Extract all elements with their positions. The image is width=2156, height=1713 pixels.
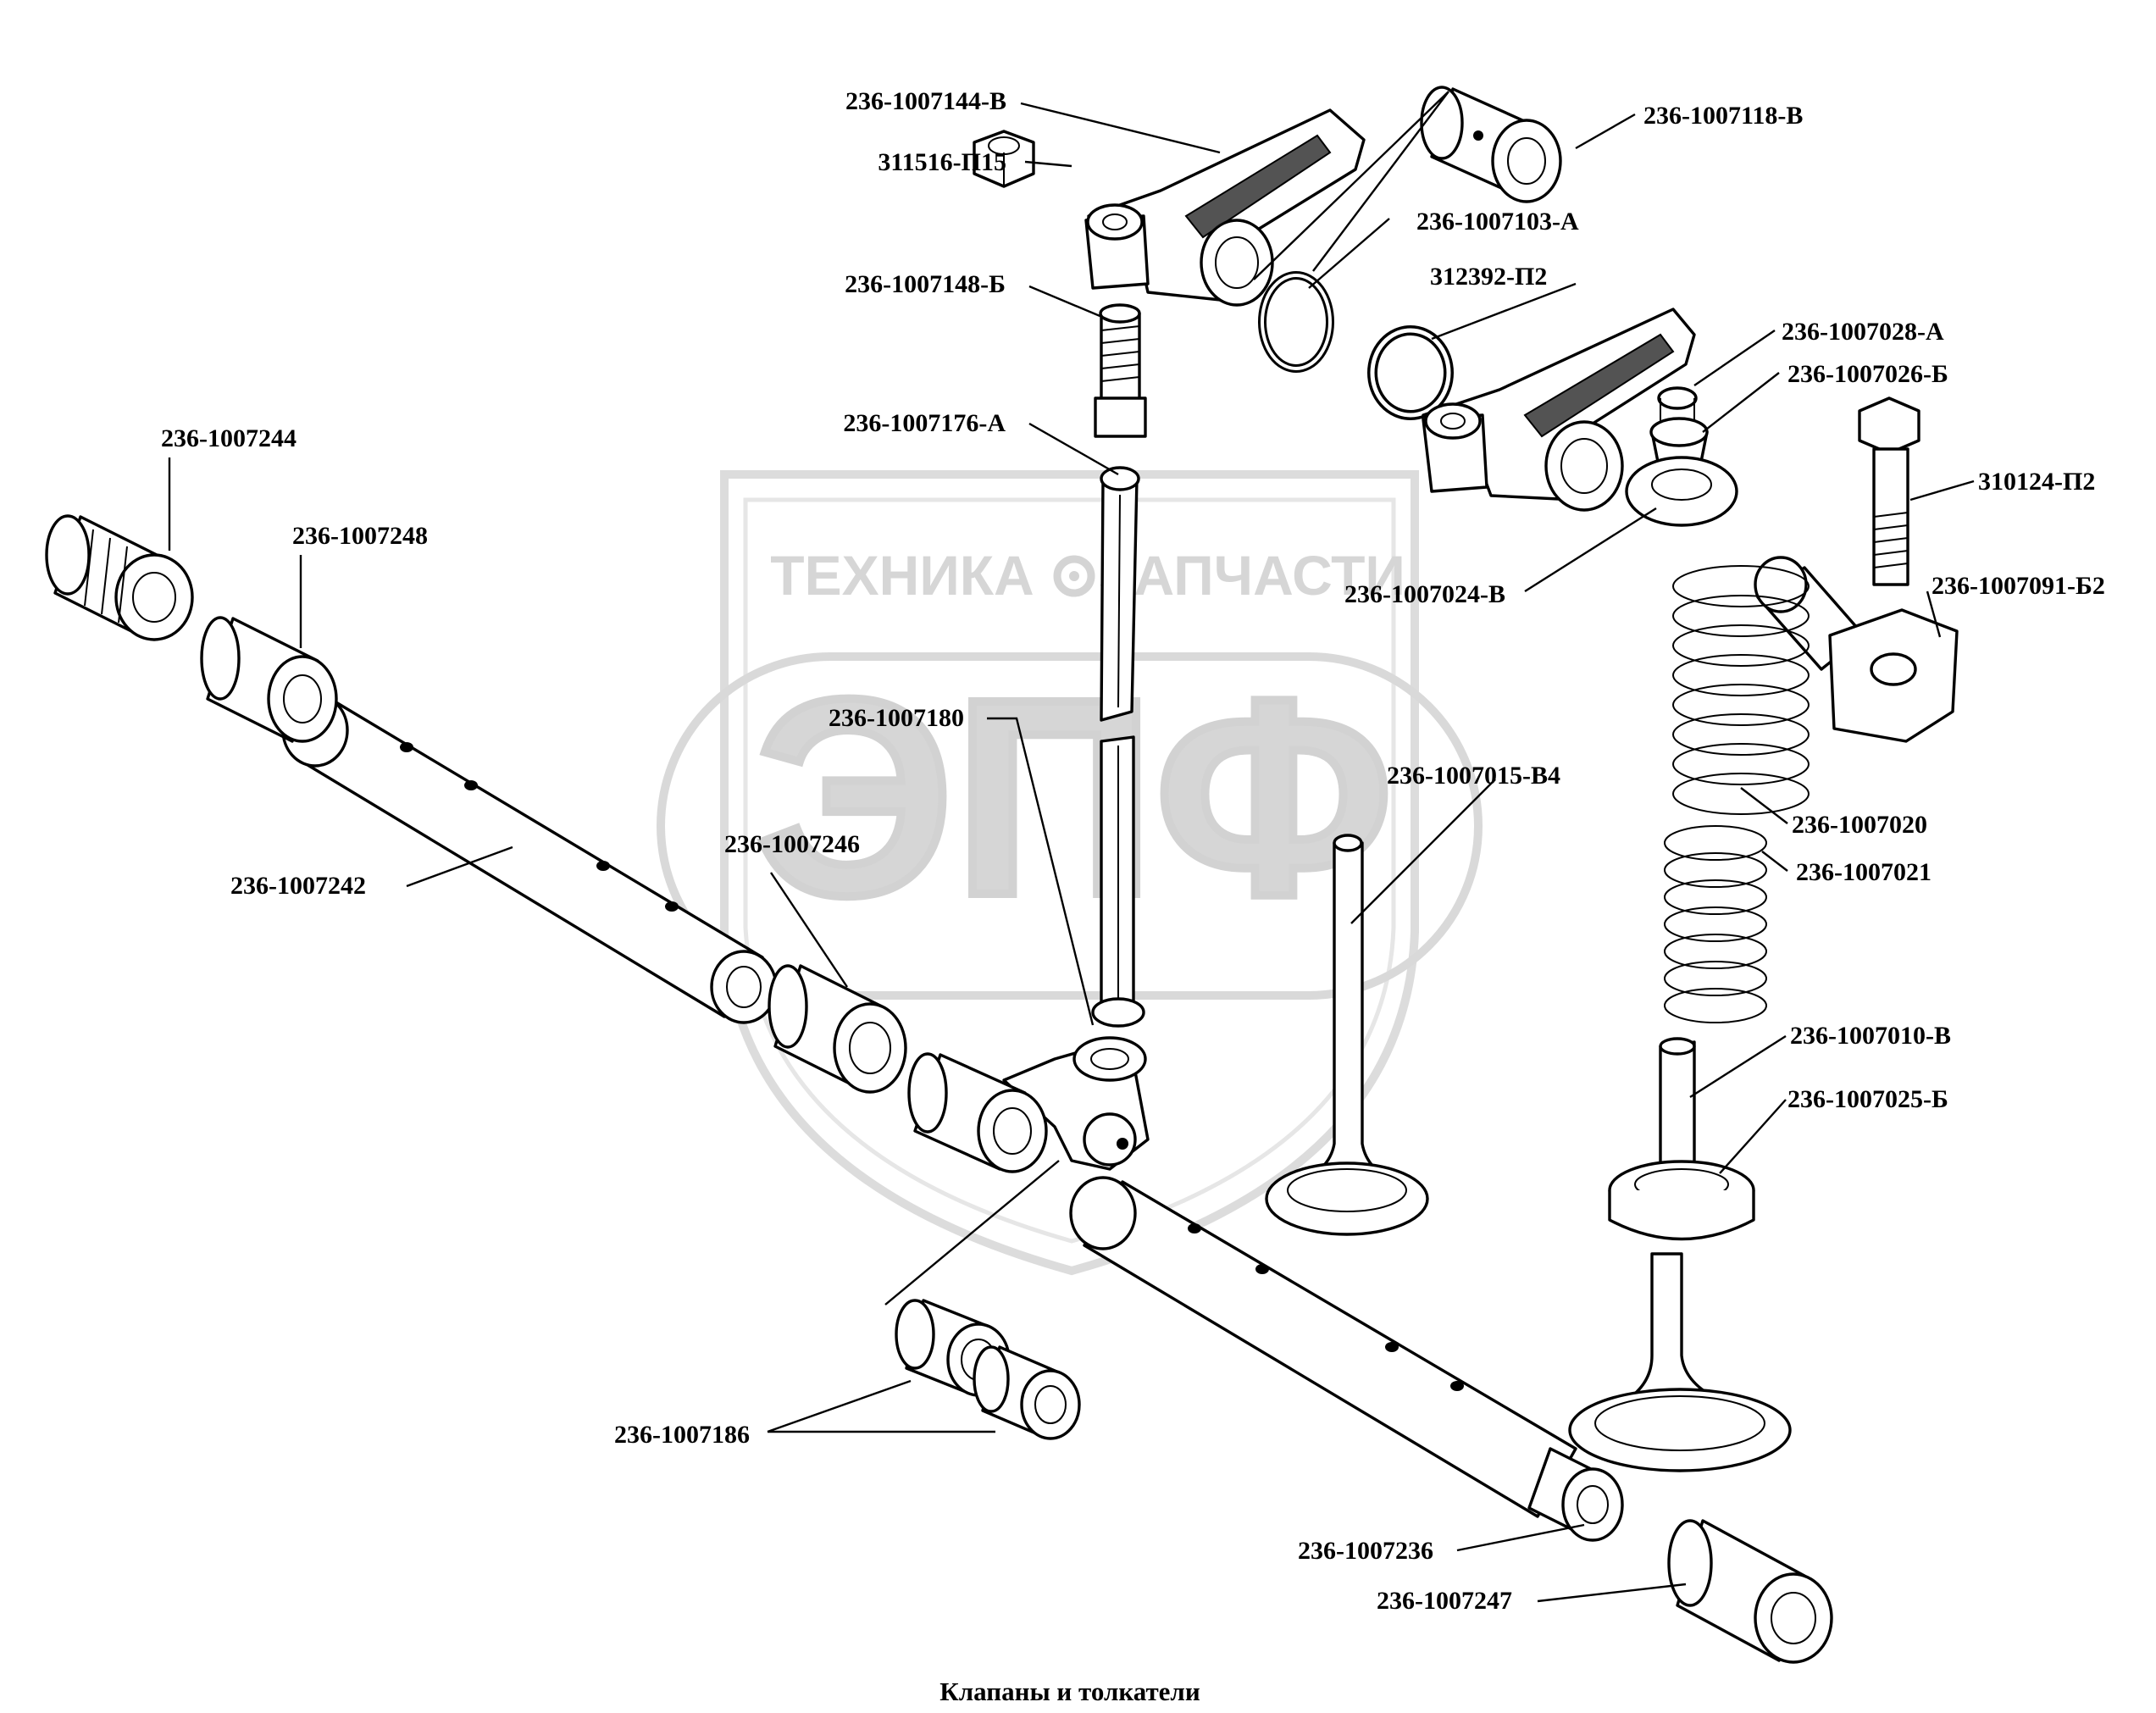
label-236-1007015-v4: 236-1007015-В4 (1387, 762, 1560, 790)
bolt (1858, 396, 1920, 586)
label-236-1007246: 236-1007246 (724, 830, 860, 858)
label-236-1007244: 236-1007244 (161, 424, 297, 452)
rocker-bushing (1420, 86, 1562, 203)
spacer-rings (895, 1299, 1081, 1440)
spring-plate (1625, 456, 1738, 527)
label-236-1007091-b2: 236-1007091-Б2 (1932, 572, 2105, 600)
shaft-plug-right (1667, 1519, 1833, 1664)
label-236-1007010-v: 236-1007010-В (1790, 1022, 1951, 1050)
rocker-arm-second (1422, 308, 1696, 512)
snap-ring (1258, 271, 1334, 373)
valve-spring-outer (1672, 565, 1810, 815)
watermark-band (657, 652, 1483, 1000)
valve-right (1568, 1252, 1792, 1472)
label-236-1007186: 236-1007186 (614, 1421, 750, 1449)
label-236-1007236: 236-1007236 (1298, 1537, 1433, 1565)
valve-middle (1265, 834, 1429, 1236)
label-312392-p2: 312392-П2 (1430, 263, 1547, 291)
label-236-1007024-v: 236-1007024-В (1344, 580, 1505, 608)
label-236-1007026-b: 236-1007026-Б (1787, 360, 1948, 388)
watermark: ТЕХНИКА ЗАПЧАСТИ ЭПФ (657, 470, 1483, 1276)
label-236-1007248: 236-1007248 (292, 522, 428, 550)
label-236-1007118-v: 236-1007118-В (1643, 102, 1803, 130)
label-236-1007144-v: 236-1007144-В (845, 87, 1006, 115)
label-236-1007025-b: 236-1007025-Б (1787, 1085, 1948, 1113)
label-236-1007021: 236-1007021 (1796, 858, 1932, 886)
spring-washer (1367, 325, 1454, 420)
label-311516-p15: 311516-П15 (878, 148, 1006, 176)
diagram-caption: Клапаны и толкатели (939, 1677, 1200, 1706)
adjusting-screw (1094, 303, 1147, 438)
watermark-text-left: ТЕХНИКА (770, 544, 1034, 607)
label-236-1007028-a: 236-1007028-А (1782, 318, 1944, 346)
pushrod (1091, 466, 1145, 1028)
valve-rotator (1608, 1160, 1755, 1241)
watermark-shield (720, 470, 1419, 1276)
label-310124-p2: 310124-П2 (1978, 468, 2095, 496)
label-236-1007176-a: 236-1007176-А (843, 409, 1006, 437)
rocker-shaft-left (281, 693, 778, 1024)
bushing-lower (907, 1052, 1048, 1173)
label-236-1007148-b: 236-1007148-Б (845, 270, 1006, 298)
rocker-arm-lower (1002, 1036, 1150, 1171)
rocker-shaft-right (1069, 1176, 1624, 1542)
gear-icon (1053, 555, 1095, 597)
part-labels: 236-1007144-В 311516-П15 236-1007118-В 2… (161, 87, 2105, 1615)
leader-lines (168, 91, 1975, 1603)
valve-guide (1659, 1037, 1696, 1175)
watermark-logo-letters: ЭПФ (755, 640, 1394, 953)
bushing-246 (768, 964, 907, 1094)
watermark-text-right: ЗАПЧАСТИ (1099, 544, 1405, 607)
rocker-arm-top (1084, 108, 1366, 307)
shaft-plug-left (45, 514, 194, 641)
valve-spring-inner (1664, 825, 1767, 1023)
label-236-1007242: 236-1007242 (230, 872, 366, 900)
bushing-248 (200, 616, 338, 743)
lock-nut (973, 130, 1035, 188)
label-236-1007103-a: 236-1007103-А (1416, 208, 1579, 236)
label-236-1007020: 236-1007020 (1792, 811, 1927, 839)
rocker-bracket (1754, 556, 1959, 743)
label-236-1007247: 236-1007247 (1377, 1587, 1512, 1615)
label-236-1007180: 236-1007180 (829, 704, 964, 732)
